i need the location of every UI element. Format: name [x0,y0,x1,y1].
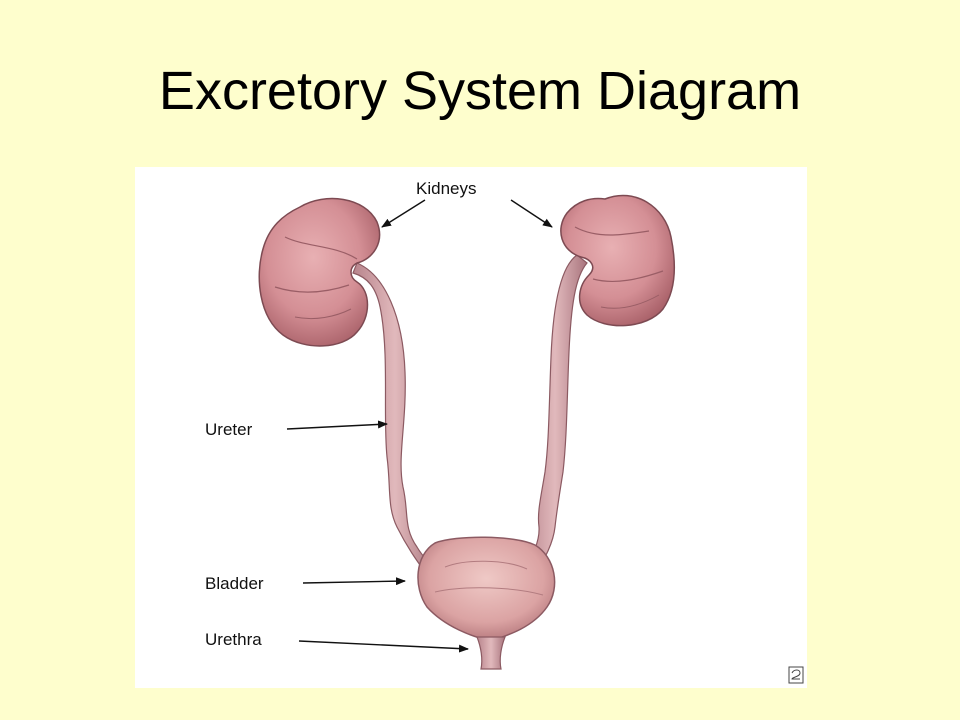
right-ureter [522,254,588,576]
corner-logo-icon [788,666,804,684]
kidneys-arrow-right [510,199,553,228]
bladder-arrow [302,577,406,586]
bladder-label: Bladder [205,574,264,593]
right-kidney [560,194,676,327]
urethra-arrow [298,640,469,653]
ureter-arrow [286,420,388,430]
kidneys-label: Kidneys [416,179,476,198]
excretory-diagram-svg: Kidneys Ureter Bladder Urethra [205,179,804,684]
kidneys-arrow-left [381,199,426,228]
left-kidney [258,197,381,347]
ureter-label: Ureter [205,420,253,439]
bladder [417,536,556,642]
excretory-diagram-figure: Kidneys Ureter Bladder Urethra [135,167,807,688]
urethra [476,636,506,670]
slide-title: Excretory System Diagram [158,61,802,121]
urethra-label: Urethra [205,630,262,649]
